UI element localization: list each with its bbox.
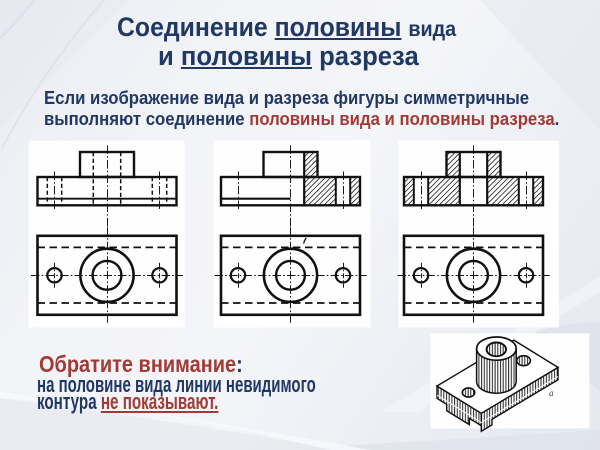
svg-text:a: a — [549, 388, 554, 398]
